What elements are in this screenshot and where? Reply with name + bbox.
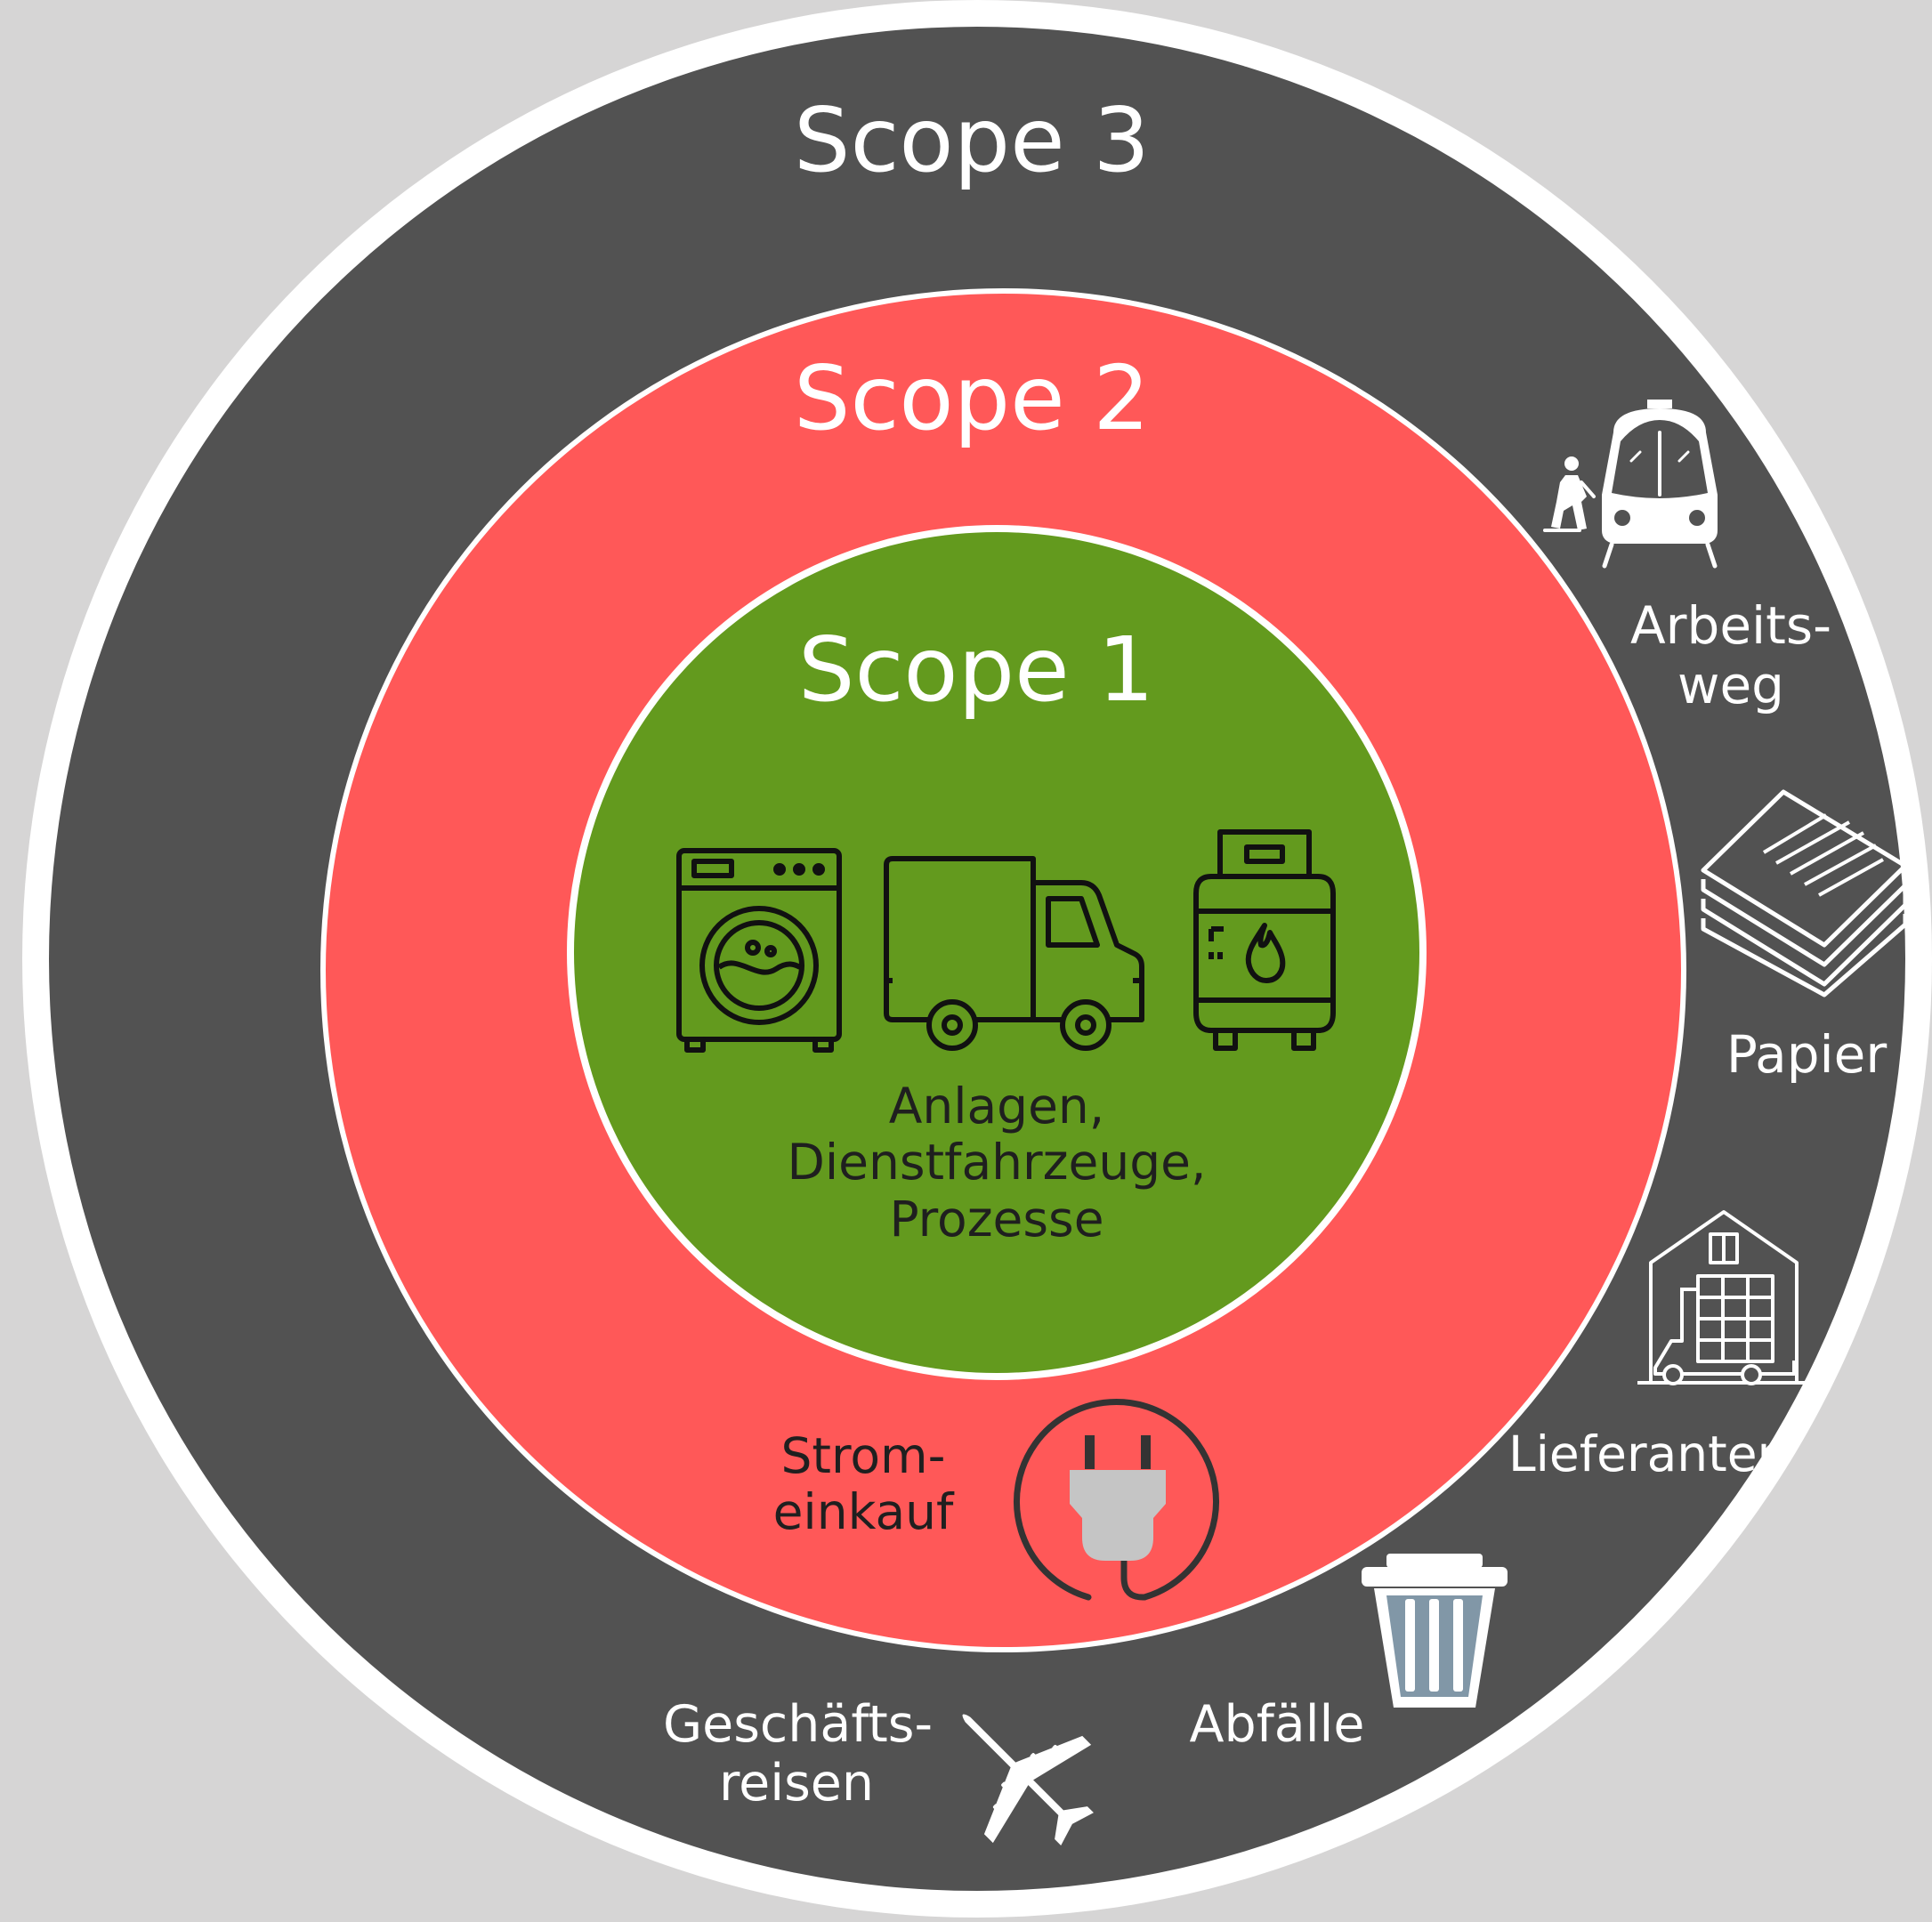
scope-3-title: Scope 3 xyxy=(793,88,1151,192)
airplane-icon xyxy=(949,1702,1105,1856)
scope-3-abfaelle-label: Abfälle xyxy=(1189,1695,1365,1754)
scope-1-label: Anlagen, Dienstfahrzeuge, Prozesse xyxy=(787,1078,1207,1248)
train-icon xyxy=(1542,397,1726,569)
warehouse-delivery-icon xyxy=(1637,1209,1810,1385)
paper-stack-icon xyxy=(1701,781,1908,997)
scope-3-geschaeftsreisen-label: Geschäfts- reisen xyxy=(663,1695,934,1813)
washing-machine-icon xyxy=(676,848,842,1053)
gas-cylinder-icon xyxy=(1193,829,1336,1054)
scope-3-papier-label: Papier xyxy=(1726,1024,1888,1085)
scope-3-lieferanten-label: Lieferanten xyxy=(1508,1425,1789,1482)
scope-2-title: Scope 2 xyxy=(793,346,1151,450)
scope-3-arbeitsweg-label: Arbeits- weg xyxy=(1629,595,1832,715)
scope-1-title: Scope 1 xyxy=(797,618,1155,722)
power-plug-icon xyxy=(1013,1395,1223,1605)
scope-2-label: Strom- einkauf xyxy=(772,1427,954,1541)
trash-bin-icon xyxy=(1360,1551,1509,1710)
truck-icon xyxy=(884,856,1144,1054)
